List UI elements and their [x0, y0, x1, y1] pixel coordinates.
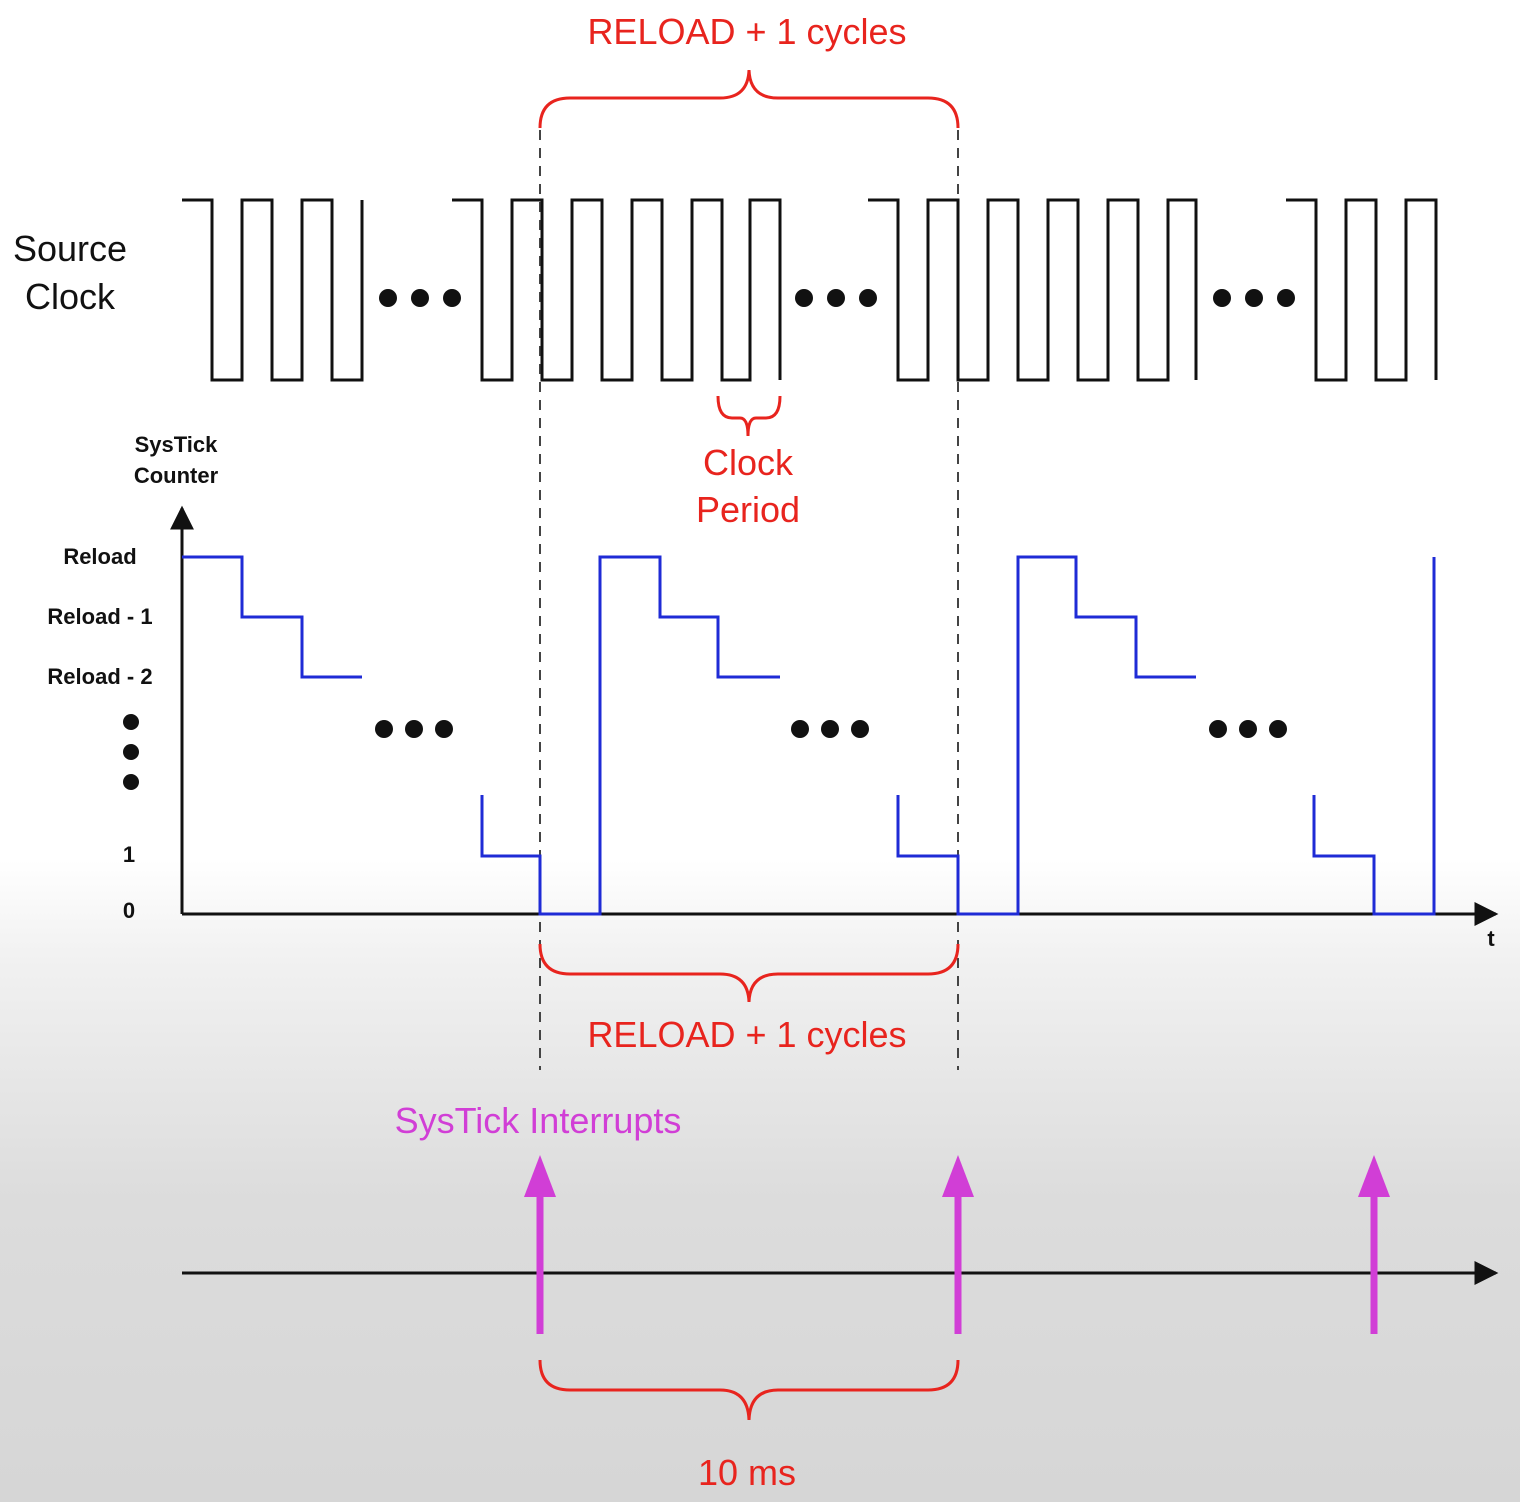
y-tick-reload-minus-1: Reload - 1	[47, 604, 152, 629]
y-tick-reload-minus-2: Reload - 2	[47, 664, 152, 689]
bottom-brace-label: RELOAD + 1 cycles	[587, 1014, 906, 1055]
clock-ellipsis-icon-2	[795, 289, 877, 307]
counter-axis-label-line1: SysTick	[135, 432, 219, 457]
clock-period-label-line1: Clock	[703, 442, 794, 483]
interrupt-arrow-icon-3	[1358, 1155, 1390, 1334]
source-clock-waveform	[182, 198, 1438, 382]
clock-ellipsis-icon-3	[1213, 289, 1295, 307]
interrupts-label: SysTick Interrupts	[395, 1100, 682, 1141]
y-axis-vertical-ellipsis-icon	[123, 714, 139, 790]
y-tick-reload: Reload	[63, 544, 136, 569]
source-clock-label-line2: Clock	[25, 276, 116, 317]
period-brace-icon	[538, 1359, 960, 1421]
y-tick-0: 0	[123, 898, 135, 923]
interrupt-arrow-icon-1	[524, 1155, 556, 1334]
interrupt-arrow-icon-2	[942, 1155, 974, 1334]
systick-counter-waveform	[182, 555, 1436, 916]
counter-ellipsis-icon-1	[375, 720, 453, 738]
top-brace-icon	[538, 69, 960, 129]
clock-period-label-line2: Period	[696, 489, 800, 530]
top-brace-label: RELOAD + 1 cycles	[587, 11, 906, 52]
clock-ellipsis-icon-1	[379, 289, 461, 307]
period-label: 10 ms	[698, 1452, 796, 1493]
x-axis-label: t	[1487, 926, 1495, 951]
clock-period-brace-icon	[716, 395, 782, 437]
y-tick-1: 1	[123, 842, 135, 867]
source-clock-label-line1: Source	[13, 228, 127, 269]
bottom-brace-icon	[538, 943, 960, 1003]
counter-ellipsis-icon-2	[791, 720, 869, 738]
counter-axis-label-line2: Counter	[134, 463, 219, 488]
counter-ellipsis-icon-3	[1209, 720, 1287, 738]
